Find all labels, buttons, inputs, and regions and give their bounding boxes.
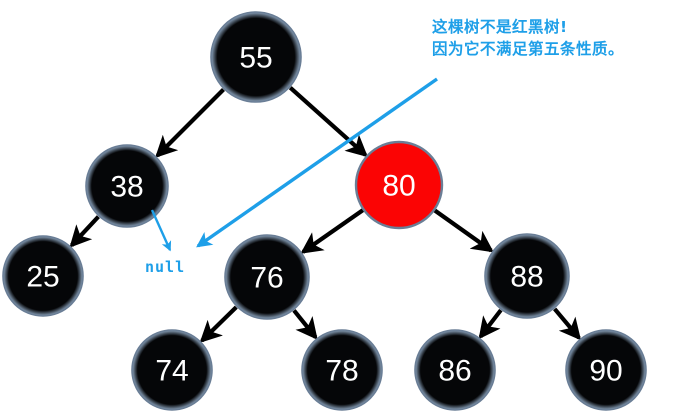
tree-node-38[interactable]: 38 — [85, 144, 169, 228]
annotation-note-text: 这棵树不是红黑树! 因为它不满足第五条性质。 — [432, 18, 625, 59]
edge-80-76 — [300, 208, 365, 254]
node-circle-86[interactable] — [414, 329, 496, 411]
tree-node-25[interactable]: 25 — [2, 235, 84, 317]
node-label-25: 25 — [26, 261, 59, 294]
node-circle-88[interactable] — [484, 233, 570, 319]
node-layer: 55 38 80 25 76 88 74 78 86 90 — [2, 11, 647, 411]
node-circle-25[interactable] — [2, 235, 84, 317]
node-label-38: 38 — [110, 171, 143, 204]
edge-76-78 — [292, 309, 318, 340]
edge-layer — [69, 86, 582, 343]
annotation-layer — [150, 77, 438, 252]
node-label-88: 88 — [510, 261, 543, 294]
tree-node-55[interactable]: 55 — [210, 11, 302, 103]
tree-node-90[interactable]: 90 — [565, 329, 647, 411]
note-callout-arrow — [196, 77, 438, 248]
tree-node-86[interactable]: 86 — [414, 329, 496, 411]
node-label-90: 90 — [589, 355, 622, 388]
edge-80-88 — [433, 208, 494, 253]
node-label-78: 78 — [325, 355, 358, 388]
edge-55-80 — [288, 86, 368, 158]
node-circle-80[interactable] — [354, 140, 444, 230]
edge-88-90 — [553, 307, 582, 341]
node-circle-78[interactable] — [301, 329, 383, 411]
node-circle-74[interactable] — [131, 329, 213, 411]
tree-node-76[interactable]: 76 — [224, 234, 310, 320]
node-circle-55[interactable] — [210, 11, 302, 103]
node-circle-76[interactable] — [224, 234, 310, 320]
node-label-80: 80 — [382, 170, 415, 203]
tree-node-88[interactable]: 88 — [484, 233, 570, 319]
null-label: null — [145, 258, 186, 276]
node-label-74: 74 — [155, 355, 188, 388]
edge-88-86 — [478, 308, 503, 340]
node-label-86: 86 — [438, 355, 471, 388]
node-circle-90[interactable] — [565, 329, 647, 411]
edge-38-25 — [69, 215, 100, 248]
null-callout-arrow — [150, 209, 172, 252]
tree-node-78[interactable]: 78 — [301, 329, 383, 411]
node-label-55: 55 — [239, 42, 272, 75]
node-circle-38[interactable] — [85, 144, 169, 228]
node-label-76: 76 — [250, 262, 283, 295]
edge-55-38 — [155, 88, 225, 158]
tree-node-80[interactable]: 80 — [354, 140, 444, 230]
edge-76-74 — [199, 305, 238, 343]
tree-node-74[interactable]: 74 — [131, 329, 213, 411]
